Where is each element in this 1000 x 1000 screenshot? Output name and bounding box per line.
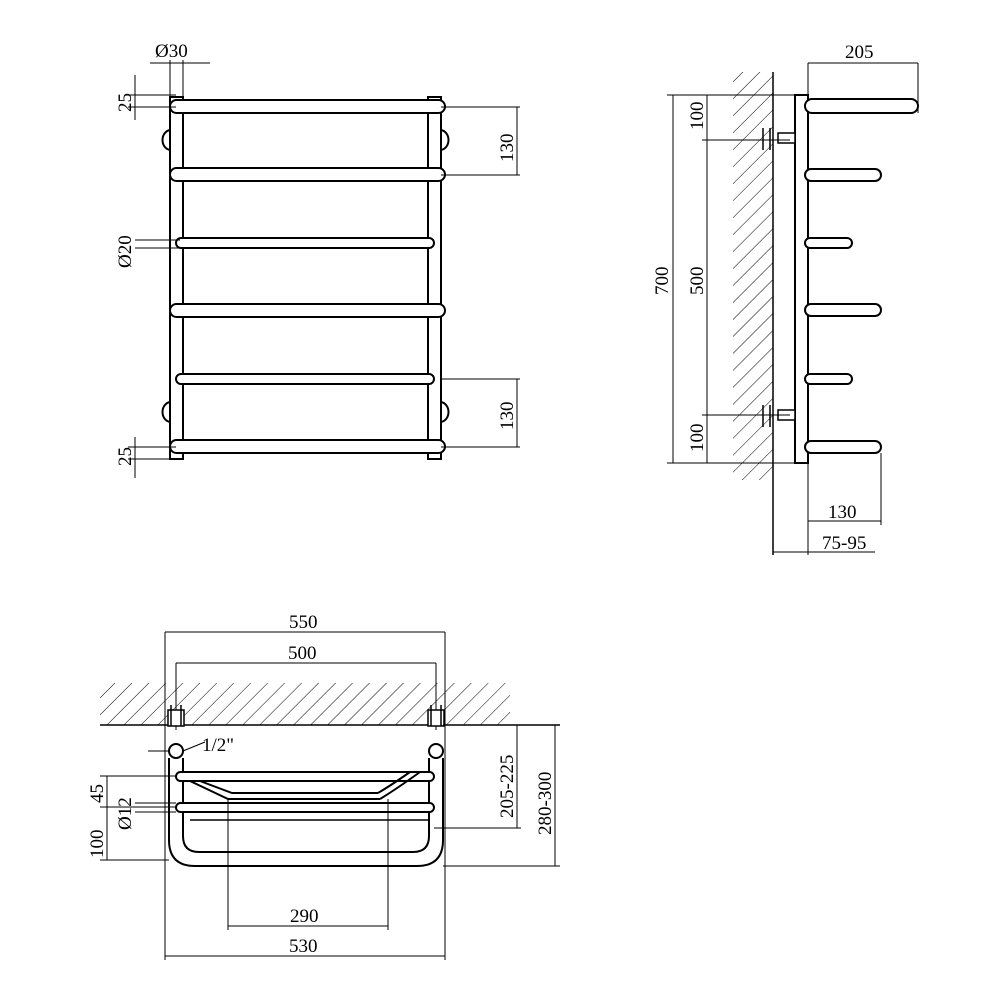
side-bar-3 xyxy=(804,237,853,249)
label-wall-distance: 75-95 xyxy=(822,533,866,554)
shelf-support-left-inner xyxy=(199,780,378,794)
label-bottom-spacing: 130 xyxy=(497,402,518,431)
shelf-bar-2 xyxy=(175,802,435,813)
front-view: Ø30 25 Ø20 25 130 130 xyxy=(115,41,520,478)
label-shelf-width: 530 xyxy=(289,936,318,957)
label-total-height: 700 xyxy=(652,267,673,296)
top-view: 550 500 1/2" xyxy=(87,612,560,960)
side-bar-6 xyxy=(804,440,882,454)
pipe-right xyxy=(428,743,444,759)
label-depth-inner: 205-225 xyxy=(497,755,518,818)
shelf-support-left xyxy=(189,780,380,800)
label-total-width: 550 xyxy=(289,612,318,633)
pipe-left xyxy=(168,743,184,759)
side-bar-5 xyxy=(804,373,853,385)
bar-5 xyxy=(175,373,435,385)
label-shelf-bar-diameter: Ø12 xyxy=(115,797,136,830)
label-bottom-offset: 25 xyxy=(115,447,136,466)
wall-hatch-top xyxy=(100,683,510,725)
label-center-distance: 500 xyxy=(288,643,317,664)
label-thread: 1/2" xyxy=(202,735,234,756)
label-center-distance: 500 xyxy=(687,267,708,296)
side-post xyxy=(794,94,809,464)
label-shelf-inner-width: 290 xyxy=(290,906,319,927)
bar-1 xyxy=(169,99,446,114)
side-bar-4 xyxy=(804,303,882,317)
u-frame-inner xyxy=(182,758,430,853)
label-outer-diameter: Ø30 xyxy=(155,41,188,62)
mount-bottom-right xyxy=(440,401,450,423)
label-depth-outer: 280-300 xyxy=(535,772,556,835)
left-post xyxy=(169,96,184,460)
mount-top-left xyxy=(161,129,171,151)
mount-bottom-left xyxy=(161,401,171,423)
label-top-spacing: 130 xyxy=(497,134,518,163)
shelf-support-right xyxy=(379,771,421,800)
bar-3 xyxy=(175,237,435,249)
top-fitting-left xyxy=(167,705,185,727)
bar-2 xyxy=(169,167,446,182)
top-fitting-right xyxy=(427,705,445,727)
label-bottom-offset: 100 xyxy=(687,424,708,453)
mount-top-right xyxy=(440,129,450,151)
side-bar-1 xyxy=(804,98,919,114)
wall-hatch xyxy=(733,72,773,480)
bar-4 xyxy=(169,303,446,318)
label-shelf-spacing: 45 xyxy=(87,784,108,803)
label-top-depth: 205 xyxy=(845,42,874,63)
label-top-offset: 100 xyxy=(687,102,708,131)
label-shelf-offset: 100 xyxy=(87,830,108,859)
label-bar-diameter: Ø20 xyxy=(115,235,136,268)
right-post xyxy=(427,96,442,460)
side-bar-2 xyxy=(804,168,882,182)
fitting-top xyxy=(762,128,796,150)
label-top-offset: 25 xyxy=(115,93,136,112)
shelf-bar-1 xyxy=(175,771,435,782)
bar-6 xyxy=(169,439,446,454)
u-frame-outer xyxy=(168,758,444,867)
side-view: 700 100 500 100 205 130 75-95 xyxy=(652,42,919,555)
label-bottom-depth: 130 xyxy=(828,502,857,523)
shelf-support-right-inner xyxy=(377,771,411,794)
